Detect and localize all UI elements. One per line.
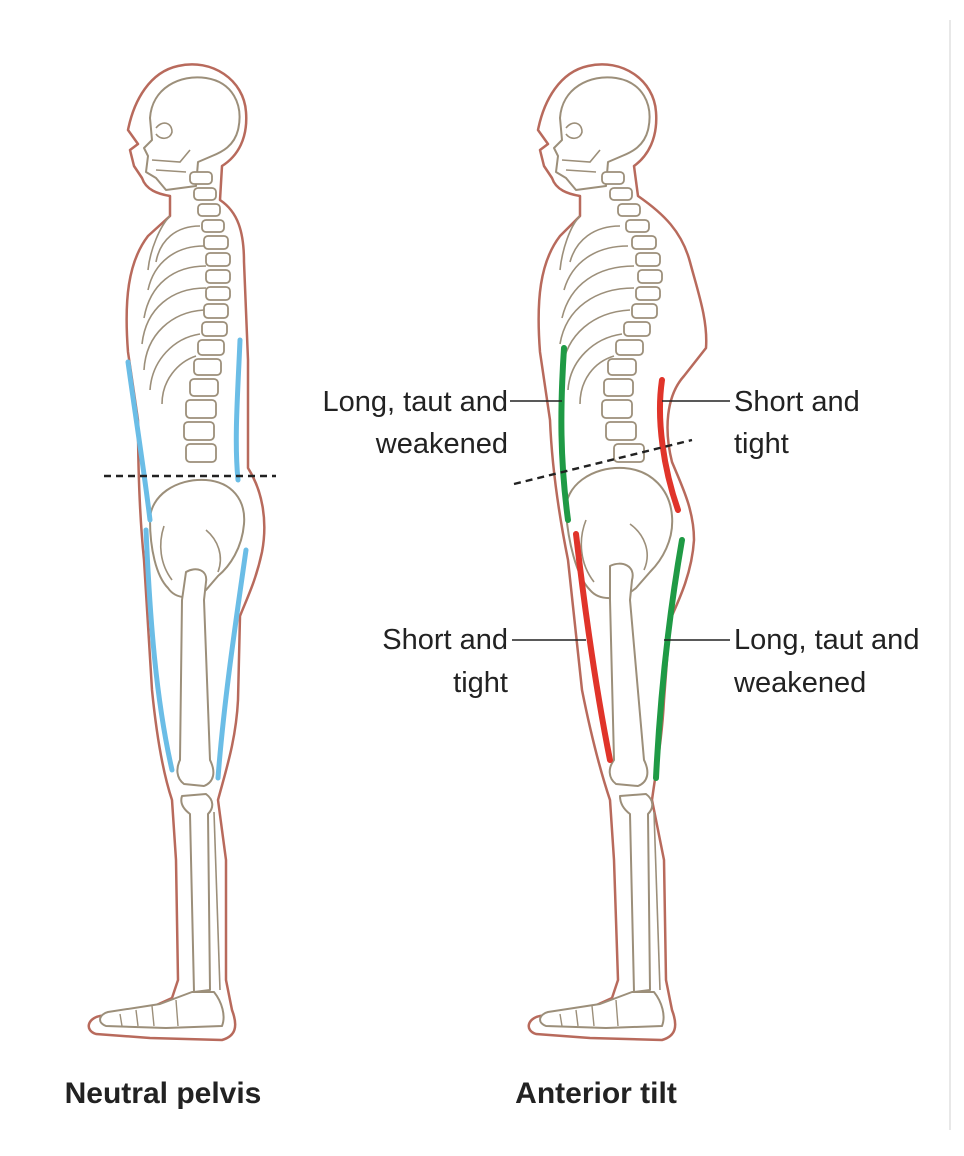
- neutral-lumbar-muscle: [233, 337, 243, 483]
- anterior-lumbar-muscle: [657, 377, 681, 513]
- neutral-spine: [183, 171, 231, 463]
- anterior-figure: Long, taut and weakened Short and tight …: [323, 63, 919, 1110]
- neutral-toes: [119, 999, 179, 1027]
- label-hamstrings-line1: Long, taut and: [734, 624, 919, 656]
- anterior-abdominal-muscle: [558, 345, 571, 523]
- label-abdominals-line2: weakened: [375, 428, 508, 460]
- neutral-pelvis: [149, 478, 246, 599]
- anterior-orbit: [565, 122, 583, 140]
- label-lumbar-line2: tight: [734, 428, 789, 460]
- neutral-pelvis-detail: [159, 525, 222, 581]
- anterior-toes: [559, 999, 619, 1027]
- anterior-jaw: [561, 149, 601, 173]
- anterior-spine: [601, 171, 663, 463]
- anterior-pelvis-line: [513, 438, 693, 486]
- label-hip-flexors-line1: Short and: [382, 624, 508, 656]
- anterior-hip-flexor-muscle: [573, 531, 613, 763]
- neutral-jaw: [151, 149, 191, 173]
- anterior-pelvis-detail: [580, 519, 648, 583]
- neutral-ribcage: [141, 215, 207, 405]
- neutral-figure: Neutral pelvis: [65, 63, 276, 1110]
- neutral-foot: [99, 991, 225, 1029]
- anterior-fibula: [653, 811, 661, 991]
- neutral-hip-flexor-muscle: [143, 527, 175, 773]
- label-lumbar-line1: Short and: [734, 386, 860, 418]
- neutral-orbit: [155, 122, 173, 140]
- neutral-fibula: [213, 811, 221, 991]
- label-hip-flexors-line2: tight: [453, 667, 508, 699]
- label-abdominals-line1: Long, taut and: [323, 386, 508, 418]
- neutral-abdominal-muscle: [125, 359, 153, 523]
- anterior-femur: [608, 562, 649, 787]
- neutral-tibia: [180, 793, 214, 993]
- anterior-tibia: [619, 793, 654, 993]
- anterior-foot: [539, 991, 665, 1029]
- neutral-femur: [176, 568, 215, 787]
- label-hamstrings-line2: weakened: [733, 667, 866, 699]
- caption-anterior-tilt: Anterior tilt: [515, 1077, 677, 1110]
- caption-neutral-pelvis: Neutral pelvis: [65, 1077, 262, 1110]
- anterior-hamstring-muscle: [653, 537, 685, 781]
- neutral-hamstring-muscle: [215, 547, 249, 781]
